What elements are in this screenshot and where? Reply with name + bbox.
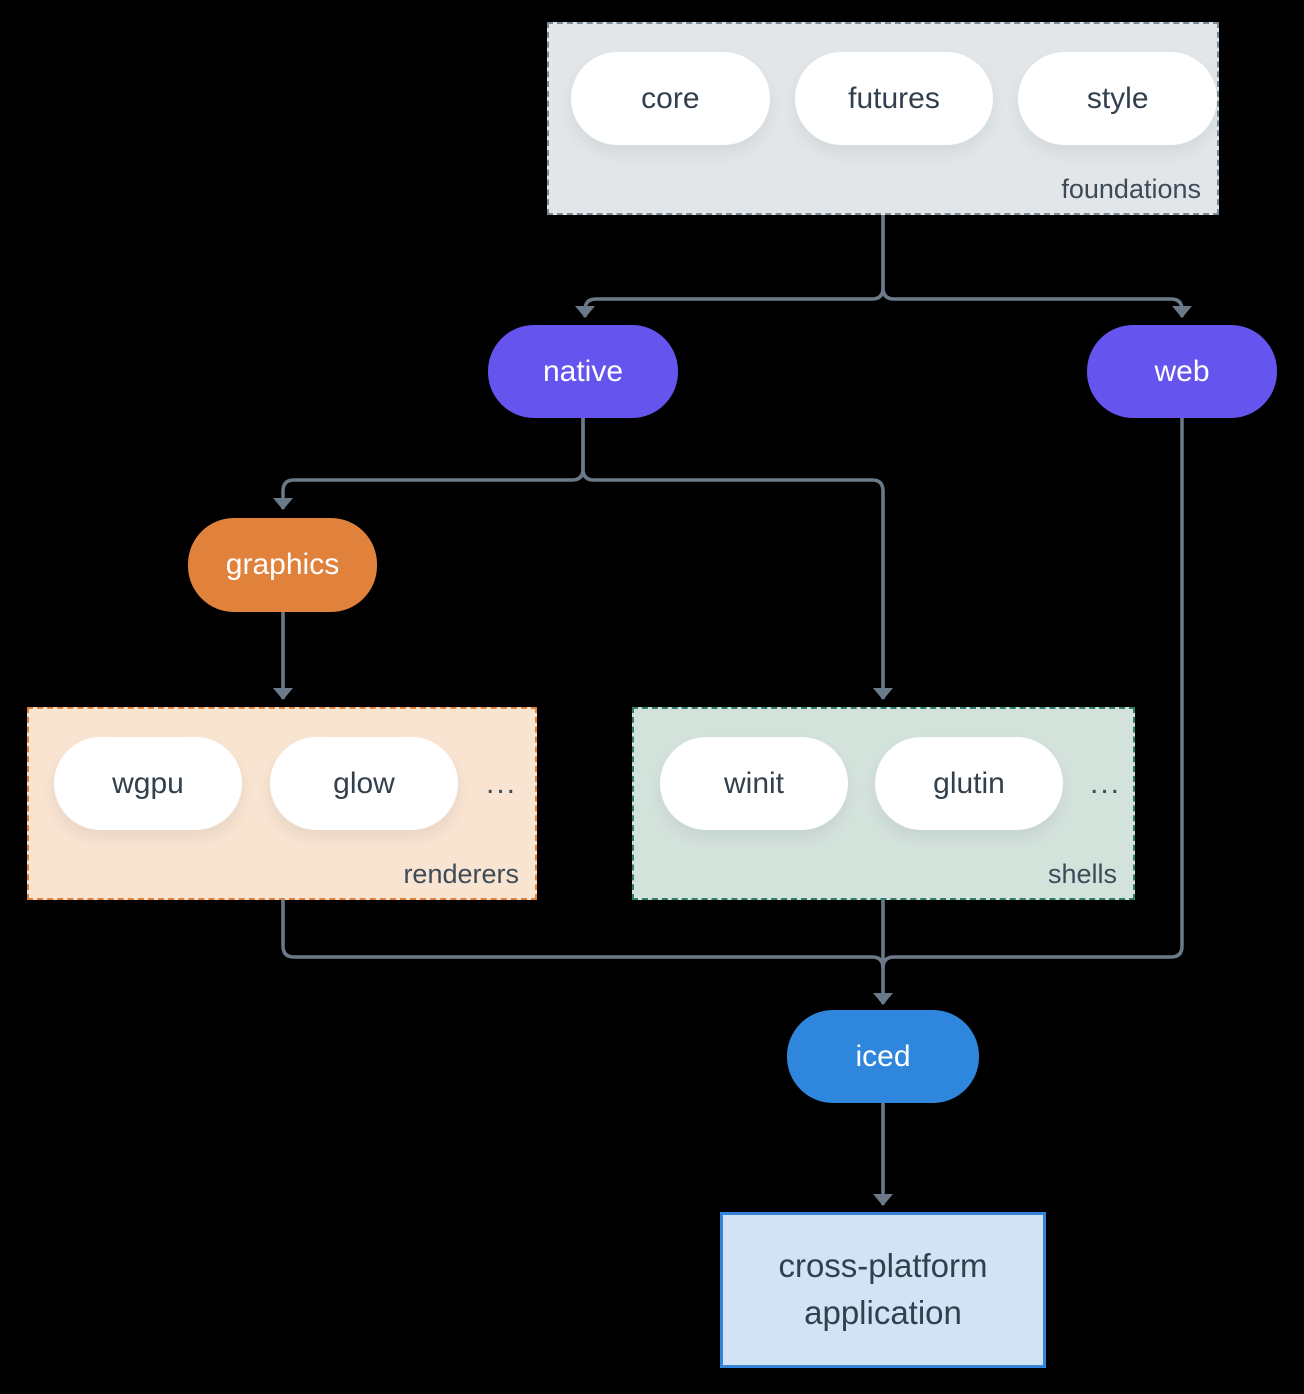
foundations-label: foundations [1061, 174, 1201, 204]
node-glow: glow [270, 737, 458, 830]
renderers-group: wgpu glow ... renderers [27, 707, 537, 900]
node-futures: futures [794, 52, 994, 145]
foundations-group: core futures style foundations [547, 22, 1219, 215]
connector-native-graphics [273, 418, 585, 510]
shells-group: winit glutin ... shells [632, 707, 1135, 900]
node-iced: iced [787, 1010, 979, 1103]
node-native: native [488, 325, 678, 418]
node-web: web [1087, 325, 1277, 418]
shells-ellipsis: ... [1090, 766, 1122, 800]
connector-foundations-native [575, 215, 885, 318]
application-label-line1: cross-platform [778, 1247, 988, 1285]
connector-renderers-merge [281, 900, 885, 969]
connector-native-shells [581, 418, 893, 700]
node-wgpu: wgpu [54, 737, 242, 830]
node-winit: winit [660, 737, 848, 830]
node-cross-platform-application: cross-platform application [720, 1212, 1046, 1368]
node-graphics: graphics [188, 518, 377, 612]
renderers-pill-row: wgpu glow ... [29, 737, 535, 830]
node-style: style [1018, 52, 1218, 145]
renderers-label: renderers [403, 859, 519, 889]
foundations-pill-row: core futures style [549, 52, 1218, 145]
shells-pill-row: winit glutin ... [634, 737, 1133, 830]
shells-label: shells [1047, 859, 1117, 889]
renderers-ellipsis: ... [486, 766, 518, 800]
connector-foundations-web [881, 215, 1192, 318]
application-label-line2: application [804, 1294, 962, 1331]
node-glutin: glutin [875, 737, 1063, 830]
node-core: core [571, 52, 770, 145]
